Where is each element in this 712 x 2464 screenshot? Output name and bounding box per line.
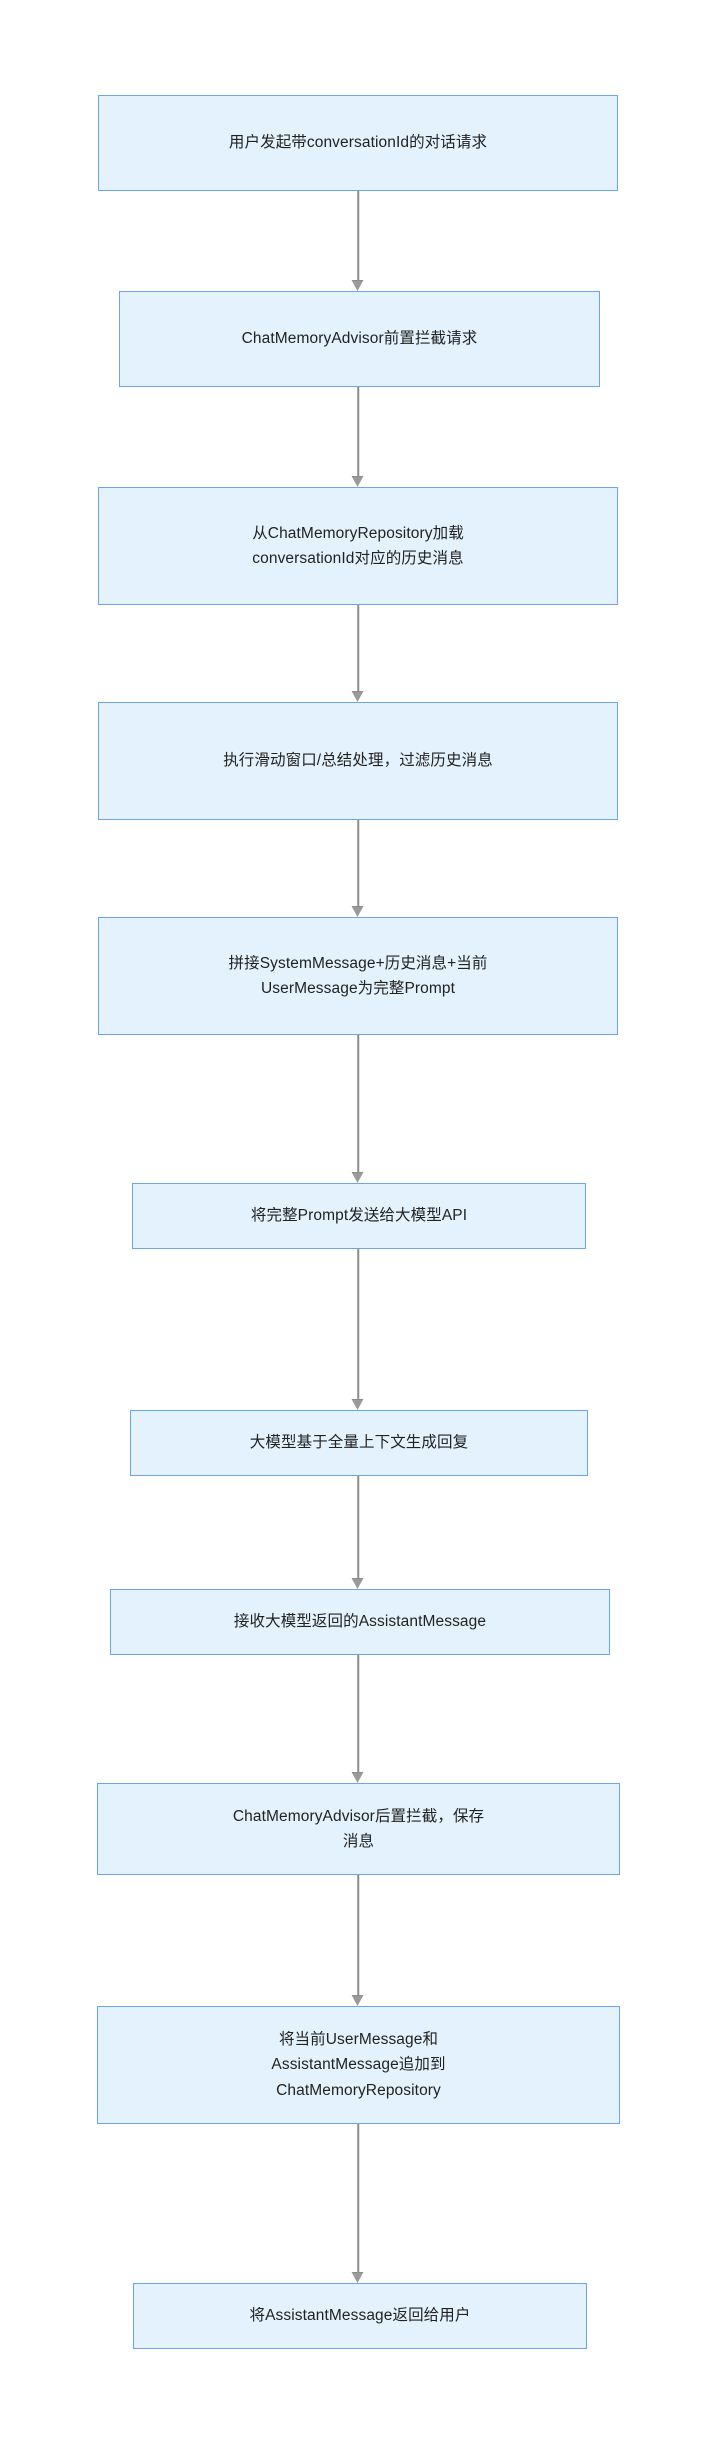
flow-node-n3[interactable]: 从ChatMemoryRepository加载 conversationId对应… [98, 487, 618, 605]
flow-node-label: 将AssistantMessage返回给用户 [249, 2307, 471, 2325]
flow-node-label: 拼接SystemMessage+历史消息+当前 UserMessage为完整Pr… [228, 954, 488, 997]
flow-node-n5[interactable]: 拼接SystemMessage+历史消息+当前 UserMessage为完整Pr… [98, 917, 618, 1035]
flow-node-n4[interactable]: 执行滑动窗口/总结处理，过滤历史消息 [98, 702, 618, 820]
flow-node-label: 大模型基于全量上下文生成回复 [249, 1434, 469, 1452]
edge-line [357, 191, 359, 280]
edge-line [357, 1035, 359, 1172]
flow-node-label: 将完整Prompt发送给大模型API [250, 1207, 468, 1225]
arrowhead-icon [351, 1995, 364, 2006]
flow-node-n1[interactable]: 用户发起带conversationId的对话请求 [98, 95, 618, 191]
flow-node-n9[interactable]: ChatMemoryAdvisor后置拦截，保存 消息 [97, 1783, 620, 1875]
arrowhead-icon [351, 280, 364, 291]
arrowhead-icon [351, 476, 364, 487]
edge-line [357, 2124, 359, 2272]
arrowhead-icon [351, 1172, 364, 1183]
edge-line [357, 1655, 359, 1772]
edge-line [357, 820, 359, 906]
edge-line [357, 387, 359, 476]
flow-node-label: 将当前UserMessage和 AssistantMessage追加到 Chat… [271, 2031, 446, 2099]
flow-node-label: 从ChatMemoryRepository加载 conversationId对应… [252, 524, 464, 567]
edge-line [357, 1875, 359, 1995]
flow-node-n8[interactable]: 接收大模型返回的AssistantMessage [110, 1589, 610, 1655]
arrowhead-icon [351, 2272, 364, 2283]
arrowhead-icon [351, 1772, 364, 1783]
arrowhead-icon [351, 1578, 364, 1589]
flow-node-label: ChatMemoryAdvisor前置拦截请求 [241, 330, 478, 348]
flow-node-n7[interactable]: 大模型基于全量上下文生成回复 [130, 1410, 588, 1476]
arrowhead-icon [351, 691, 364, 702]
edge-line [357, 1476, 359, 1578]
flow-node-n10[interactable]: 将当前UserMessage和 AssistantMessage追加到 Chat… [97, 2006, 620, 2124]
flow-node-label: 执行滑动窗口/总结处理，过滤历史消息 [223, 752, 493, 770]
flow-node-label: 用户发起带conversationId的对话请求 [228, 134, 488, 152]
arrowhead-icon [351, 1399, 364, 1410]
flow-node-label: ChatMemoryAdvisor后置拦截，保存 消息 [232, 1807, 485, 1850]
flow-node-n2[interactable]: ChatMemoryAdvisor前置拦截请求 [119, 291, 600, 387]
flow-node-n6[interactable]: 将完整Prompt发送给大模型API [132, 1183, 586, 1249]
flow-node-n11[interactable]: 将AssistantMessage返回给用户 [133, 2283, 587, 2349]
edge-line [357, 605, 359, 691]
flow-node-label: 接收大模型返回的AssistantMessage [233, 1613, 487, 1631]
arrowhead-icon [351, 906, 364, 917]
edge-line [357, 1249, 359, 1399]
